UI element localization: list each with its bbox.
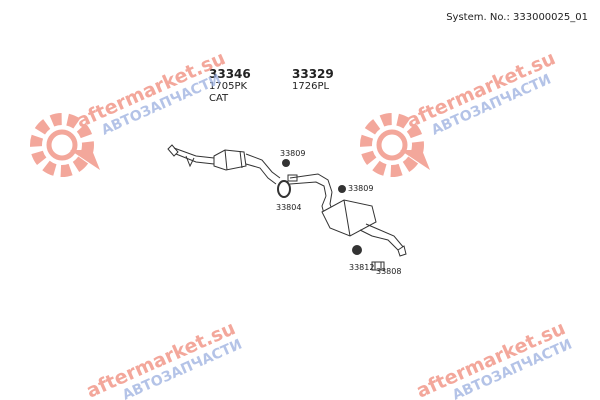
watermark-bottom-left: aftermarket.su АВТОЗАПЧАСТИ (83, 317, 245, 400)
part-note: CAT (209, 93, 229, 104)
callout-33808: 33808 (376, 267, 401, 276)
watermark-logo-right: aftermarket.su АВТОЗАПЧАСТИ (360, 47, 559, 177)
part-number: 33346 (209, 67, 251, 81)
rear-pipe-silencer (289, 173, 407, 257)
part-code: 1705PK (209, 81, 248, 92)
part-group-33329: 33329 1726PL (292, 67, 334, 93)
part-group-33346: 33346 1705PK CAT (209, 67, 251, 105)
callout-33804: 33804 (276, 203, 301, 212)
gasket-ring-33804 (277, 180, 291, 198)
rubber-mount-33809-upper (282, 159, 298, 182)
watermark-logo-left: aftermarket.su АВТОЗАПЧАСТИ (30, 47, 229, 177)
rubber-mount-33809-lower (338, 185, 346, 193)
callout-33809: 33809 (348, 184, 373, 193)
part-number: 33329 (292, 67, 334, 81)
clamp-33808 (371, 261, 385, 271)
front-pipe-catalyst (167, 144, 281, 185)
system-number: System. No.: 333000025_01 (446, 12, 588, 23)
rubber-mount-33812 (352, 245, 362, 255)
watermark-bottom-right: aftermarket.su АВТОЗАПЧАСТИ (413, 317, 575, 400)
callout-33809: 33809 (280, 149, 305, 158)
part-code: 1726PL (292, 81, 330, 92)
callout-33812: 33812 (349, 263, 374, 272)
